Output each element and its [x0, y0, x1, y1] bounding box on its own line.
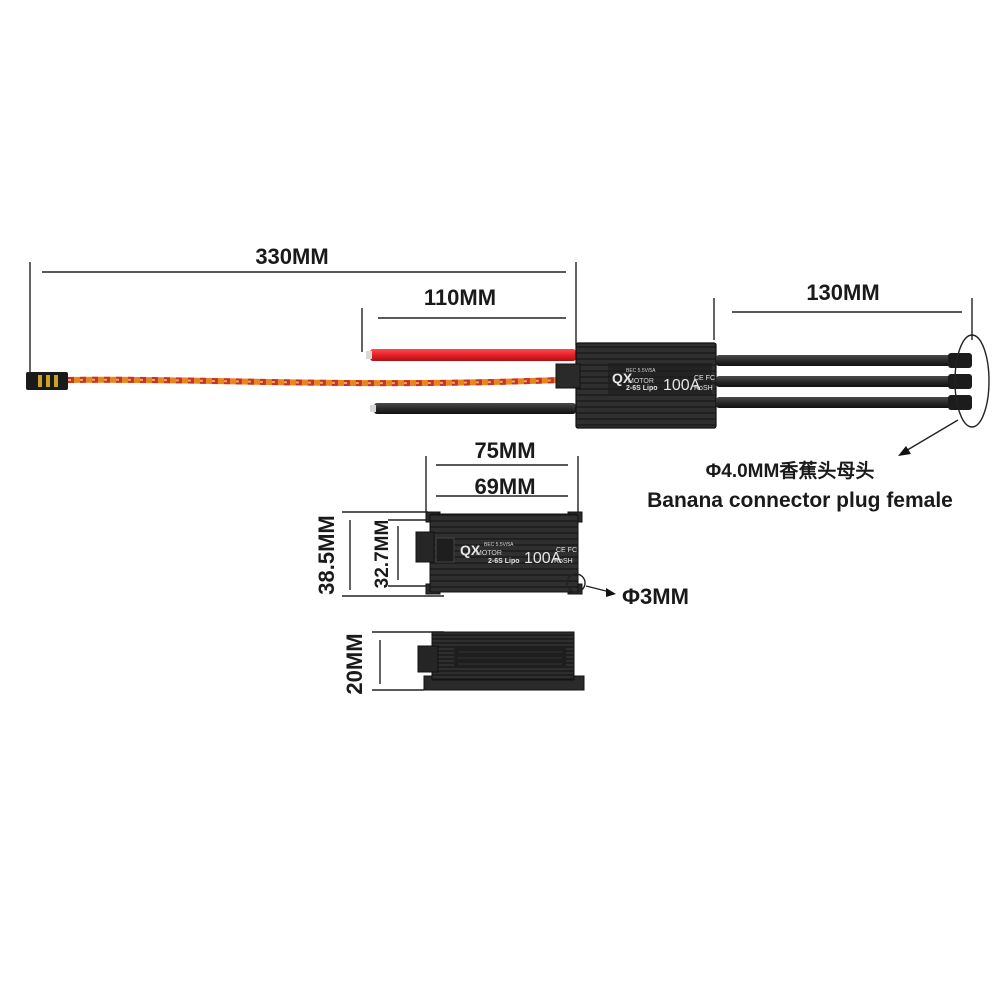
dim-case-width-inner: 32.7MM [372, 519, 432, 589]
dim-overall-length: 330MM [29, 244, 577, 372]
case-lipo: 2-6S Lipo [488, 558, 520, 565]
case-width-inner-label: 32.7MM [372, 520, 393, 589]
signal-wire [67, 376, 561, 387]
banana-connector-label-en: Banana connector plug female [647, 489, 953, 512]
esc-brand-text: MOTOR [628, 378, 654, 385]
case-width-outer-label: 38.5MM [314, 515, 339, 594]
case-length-outer-label: 75MM [474, 438, 535, 463]
case-body-side [417, 631, 585, 691]
motor-wires [716, 353, 972, 410]
overall-length-label: 330MM [255, 244, 328, 269]
mount-hole-label: Φ3MM [622, 584, 689, 609]
esc-lipo: 2-6S Lipo [626, 385, 658, 392]
esc-rohs: RoSH [694, 385, 713, 392]
case-brand-text: MOTOR [476, 550, 502, 557]
red-power-wire [366, 349, 576, 361]
case-spec-line: BEC 5.5V/5A [484, 542, 514, 548]
banana-connector-callout: Φ4.0MM香蕉头母头 Banana connector plug female [647, 334, 990, 512]
dim-case-length-outer: 75MM [425, 438, 579, 512]
esc-body-top: QX MOTOR BEC 5.5V/5A 2-6S Lipo 100A CE F… [555, 342, 717, 429]
power-lead-length-label: 110MM [424, 285, 496, 310]
case-current: 100A [524, 550, 562, 567]
dim-motor-lead: 130MM [713, 280, 973, 340]
banana-connector-label-cn: Φ4.0MM香蕉头母头 [706, 459, 875, 482]
dim-case-width-outer: 38.5MM [314, 511, 444, 597]
esc-logo: QX [612, 370, 633, 386]
case-cert: CE FC [556, 547, 577, 554]
case-body-top: QX MOTOR BEC 5.5V/5A 2-6S Lipo 100A CE F… [415, 511, 583, 595]
mount-hole-callout: Φ3MM [566, 573, 689, 609]
motor-lead-length-label: 130MM [806, 280, 879, 305]
dim-power-lead: 110MM [361, 285, 566, 352]
dim-case-length-inner: 69MM [436, 474, 568, 499]
case-height-label: 20MM [342, 633, 367, 694]
esc-cert: CE FC [694, 375, 715, 382]
case-logo: QX [460, 542, 481, 558]
black-power-wire [370, 403, 576, 414]
case-top-view: 75MM 69MM 38.5MM 32.7MM [314, 438, 689, 609]
case-rohs: RoSH [554, 558, 573, 565]
esc-spec-line: BEC 5.5V/5A [626, 368, 656, 374]
case-side-view: 20MM [342, 631, 585, 695]
dim-case-height: 20MM [342, 631, 444, 695]
case-length-inner-label: 69MM [474, 474, 535, 499]
esc-current: 100A [663, 377, 701, 394]
servo-connector [26, 372, 68, 390]
full-esc-view: 330MM 110MM 130MM [26, 244, 990, 512]
